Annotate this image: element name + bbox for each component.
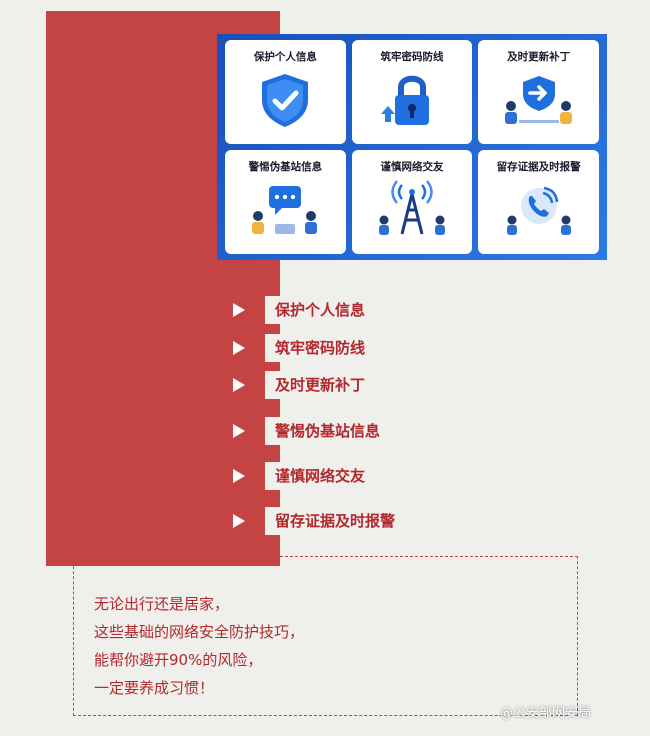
- note-box-top-border: [280, 556, 578, 557]
- tip-item: 筑牢密码防线: [233, 334, 376, 362]
- note-line: 这些基础的网络安全防护技巧，: [94, 623, 305, 641]
- shield-check-icon: [262, 74, 309, 127]
- tip-item: 留存证据及时报警: [233, 507, 406, 535]
- tip-label: 警惕伪基站信息: [265, 417, 391, 445]
- tip-item: 及时更新补丁: [233, 371, 376, 399]
- card-title: 谨慎网络交友: [380, 161, 444, 173]
- tip-label: 筑牢密码防线: [265, 334, 376, 362]
- phone-call-icon: [506, 186, 571, 235]
- watermark: @公安部网安局: [500, 706, 592, 721]
- triangle-bullet-icon: [233, 424, 245, 438]
- note-line: 能帮你避开90%的风险，: [94, 651, 263, 669]
- triangle-bullet-icon: [233, 378, 245, 392]
- tip-label: 及时更新补丁: [265, 371, 376, 399]
- note-line: 一定要养成习惯！: [94, 679, 215, 697]
- tip-item: 保护个人信息: [233, 296, 376, 324]
- card-title: 及时更新补丁: [507, 51, 571, 63]
- tip-label: 保护个人信息: [265, 296, 376, 324]
- card-title: 警惕伪基站信息: [248, 161, 323, 173]
- tip-label: 留存证据及时报警: [265, 507, 406, 535]
- tip-label: 谨慎网络交友: [265, 462, 376, 490]
- card-keep-evidence-report: 留存证据及时报警: [478, 150, 599, 254]
- update-arrow-icon: [504, 76, 572, 124]
- card-update-patches: 及时更新补丁: [478, 40, 599, 144]
- card-title: 筑牢密码防线: [380, 51, 444, 63]
- tip-item: 谨慎网络交友: [233, 462, 376, 490]
- triangle-bullet-icon: [233, 341, 245, 355]
- card-title: 保护个人信息: [253, 51, 317, 63]
- note-dashed-box: [73, 556, 578, 716]
- card-fake-base-station: 警惕伪基站信息: [225, 150, 346, 254]
- card-title: 留存证据及时报警: [496, 161, 581, 173]
- triangle-bullet-icon: [233, 469, 245, 483]
- tips-card-grid: 保护个人信息 筑牢密码防线 及时更新补丁 警惕伪基站信息: [217, 34, 607, 260]
- triangle-bullet-icon: [233, 303, 245, 317]
- signal-tower-icon: [378, 180, 445, 235]
- note-text: 无论出行还是居家， 这些基础的网络安全防护技巧， 能帮你避开90%的风险， 一定…: [94, 590, 304, 702]
- triangle-bullet-icon: [233, 514, 245, 528]
- card-careful-online-dating: 谨慎网络交友: [351, 150, 473, 254]
- note-line: 无论出行还是居家，: [94, 595, 230, 613]
- tip-item: 警惕伪基站信息: [233, 417, 391, 445]
- card-strengthen-passwords: 筑牢密码防线: [351, 40, 473, 144]
- card-protect-personal-info: 保护个人信息: [225, 40, 346, 144]
- padlock-icon: [380, 75, 429, 125]
- chat-bubble-icon: [252, 186, 318, 234]
